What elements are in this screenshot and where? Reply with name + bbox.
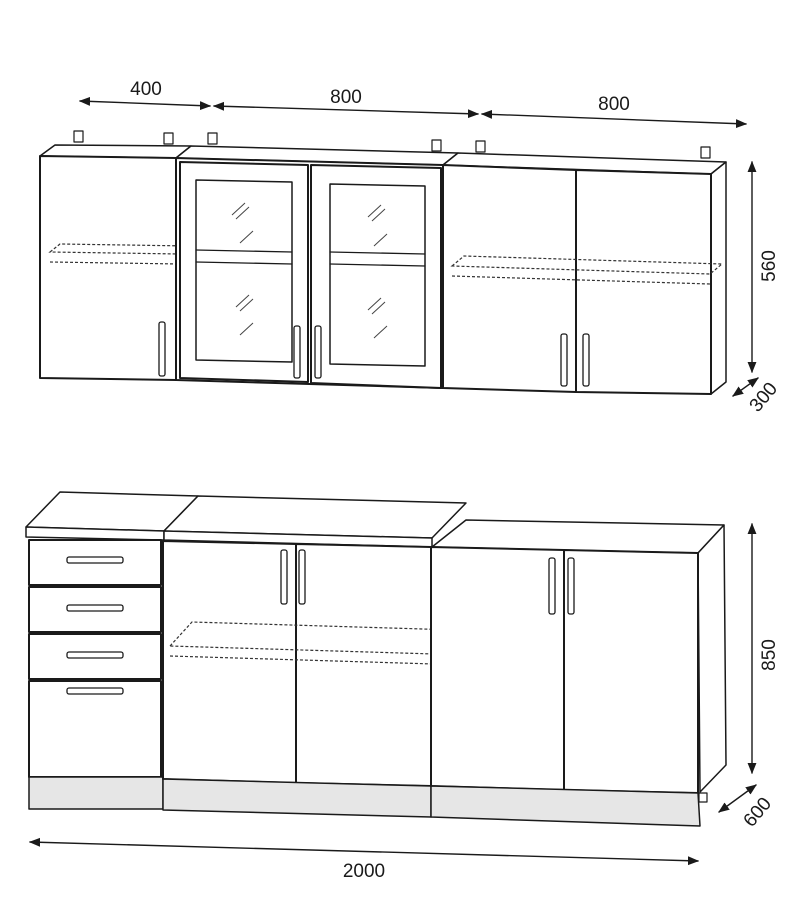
dim-label-800-middle: 800 (330, 87, 362, 108)
dimension-lines (28, 96, 759, 866)
glass-door-left-frame (195, 179, 293, 363)
base-right-door-right (563, 549, 699, 794)
base-cabinets (25, 491, 727, 827)
dim-label-300: 300 (746, 379, 782, 417)
base-middle-door-right (295, 543, 432, 787)
wall-cabinet-800-glass (175, 132, 459, 389)
drawer-1-handle (66, 556, 124, 564)
base-right-plinth (430, 785, 701, 827)
wall-cabinets (39, 130, 727, 395)
wall-cabinet-1-door (39, 155, 177, 381)
hanger-bracket-icon (73, 130, 84, 143)
hanger-bracket-icon (475, 140, 486, 153)
glass-door-right-frame (329, 183, 426, 367)
base-middle-door-left (162, 540, 297, 784)
wall-cabinet-400 (39, 130, 192, 381)
base-cabinet-right (430, 546, 708, 827)
base-right-side (697, 524, 727, 793)
base-middle-plinth (162, 778, 432, 818)
hanger-bracket-icon (163, 132, 174, 145)
wall-cabinet-3-door-left (442, 164, 577, 393)
drawer-unit (28, 539, 164, 810)
base-right-door-left (430, 546, 565, 791)
base-cabinet-middle (162, 540, 458, 818)
base-middle-handle-right (298, 549, 306, 605)
dim-label-800-right: 800 (598, 94, 630, 115)
dim-label-2000: 2000 (343, 861, 385, 882)
wall-cabinet-1-handle (158, 321, 166, 377)
hanger-bracket-icon (207, 132, 218, 145)
wall-cabinet-3-handle-right (582, 333, 590, 387)
dim-line-600 (718, 784, 757, 813)
glass-door-right-handle (314, 325, 322, 379)
adjustable-foot-icon (698, 792, 708, 803)
dim-label-600: 600 (740, 794, 776, 832)
drawer-3-handle (66, 651, 124, 659)
hanger-bracket-icon (431, 139, 442, 152)
wall-cabinet-3-handle-left (560, 333, 568, 387)
base-right-handle-right (567, 557, 575, 615)
dim-line-400 (78, 96, 212, 111)
drawer-unit-plinth (28, 776, 164, 810)
drawer-4 (28, 680, 162, 778)
drawer-4-handle (66, 687, 124, 695)
base-right-handle-left (548, 557, 556, 615)
dim-label-400: 400 (130, 79, 162, 100)
dim-line-800-middle (212, 101, 480, 119)
dim-line-800-right (480, 109, 748, 129)
wall-cabinet-3-side (710, 161, 727, 395)
drawer-2-handle (66, 604, 124, 612)
base-middle-handle-left (280, 549, 288, 605)
wall-cabinet-3-shelf (450, 255, 724, 275)
dim-line-2000 (28, 837, 700, 866)
wall-cabinet-800 (442, 140, 727, 395)
dim-line-300 (732, 377, 759, 397)
dim-label-850: 850 (759, 639, 780, 671)
glass-door-left-handle (293, 325, 301, 379)
hanger-bracket-icon (700, 146, 711, 159)
dim-label-560: 560 (759, 250, 780, 282)
